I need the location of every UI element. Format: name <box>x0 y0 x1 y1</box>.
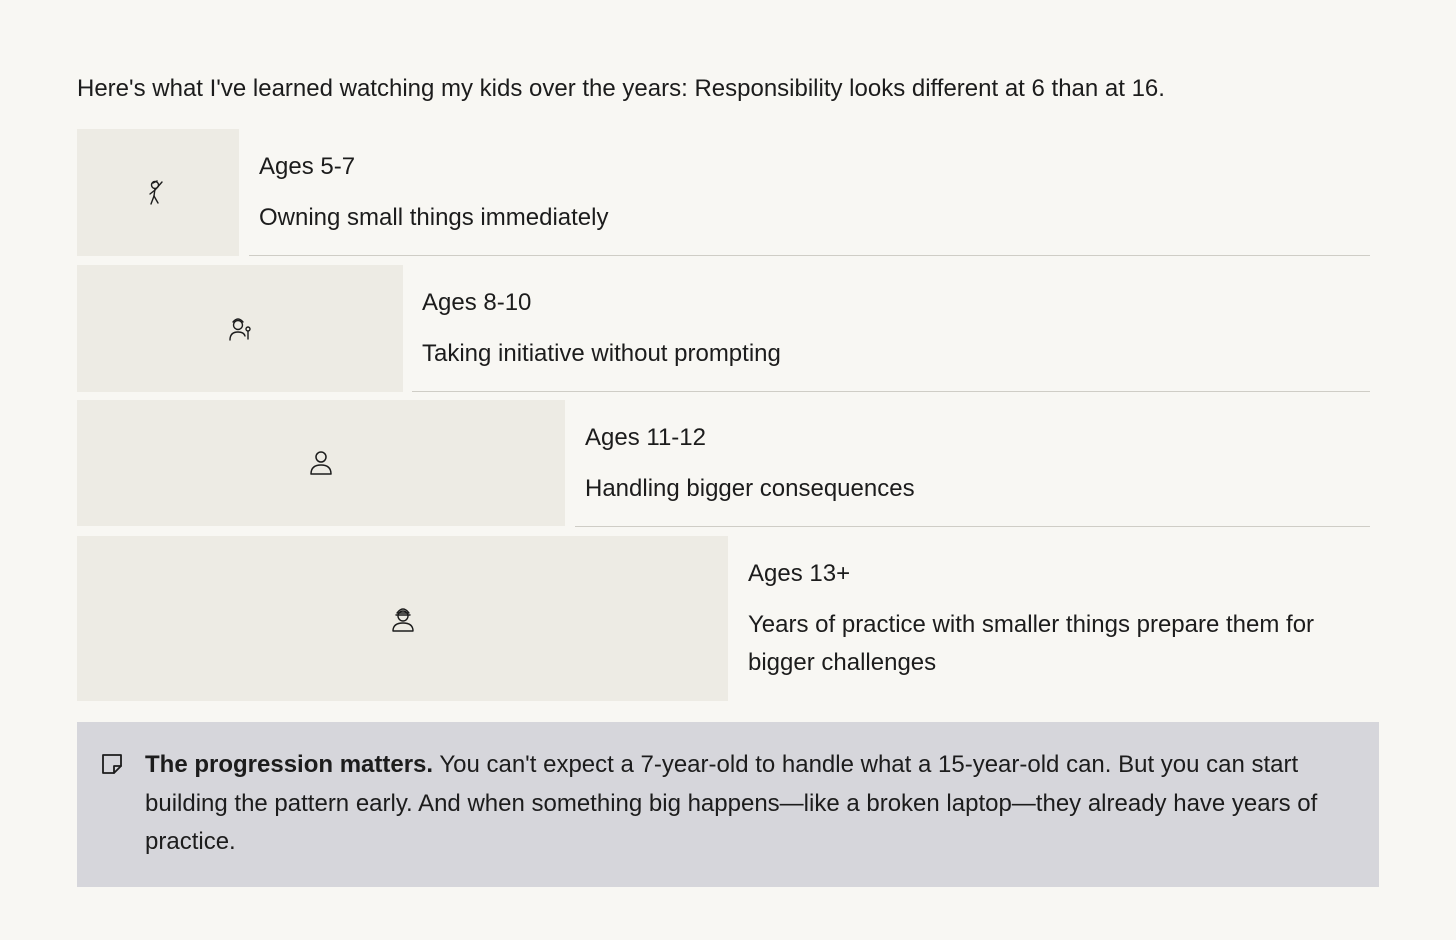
divider <box>249 255 1370 256</box>
stage-text: Ages 11-12 Handling bigger consequences <box>575 400 1370 527</box>
callout-body: You can't expect a 7-year-old to handle … <box>145 751 1318 855</box>
stage-description: Taking initiative without prompting <box>422 340 781 367</box>
stage-description: Years of practice with smaller things pr… <box>748 611 1315 676</box>
stage-age: Ages 13+ <box>748 560 851 587</box>
sticky-note-icon <box>99 751 125 777</box>
divider <box>575 526 1370 527</box>
intro-paragraph: Here's what I've learned watching my kid… <box>77 75 1165 102</box>
stage-illustration <box>77 400 565 526</box>
teen-with-cap-icon <box>386 602 420 636</box>
kid-with-cap-icon <box>223 312 257 346</box>
stage-illustration <box>77 265 403 392</box>
callout-text: The progression matters. You can't expec… <box>145 746 1360 862</box>
callout-emphasis: The progression matters. <box>145 751 434 778</box>
person-icon <box>304 446 338 480</box>
stage-illustration <box>77 129 239 256</box>
stage-age: Ages 8-10 <box>422 289 532 316</box>
stage-text: Ages 5-7 Owning small things immediately <box>249 129 1370 256</box>
callout-note: The progression matters. You can't expec… <box>77 722 1379 887</box>
stage-illustration <box>77 536 728 701</box>
stage-row: Ages 5-7 Owning small things immediately <box>77 129 1370 256</box>
child-icon <box>141 176 175 210</box>
stage-description: Owning small things immediately <box>259 204 609 231</box>
divider <box>412 391 1370 392</box>
stage-row: Ages 8-10 Taking initiative without prom… <box>77 265 1370 392</box>
stage-row: Ages 13+ Years of practice with smaller … <box>77 536 1370 701</box>
stage-text: Ages 13+ Years of practice with smaller … <box>738 536 1370 701</box>
stage-age: Ages 5-7 <box>259 153 356 180</box>
stage-age: Ages 11-12 <box>585 424 706 451</box>
stage-description: Handling bigger consequences <box>585 475 915 502</box>
stage-text: Ages 8-10 Taking initiative without prom… <box>412 265 1370 392</box>
stage-row: Ages 11-12 Handling bigger consequences <box>77 400 1370 527</box>
